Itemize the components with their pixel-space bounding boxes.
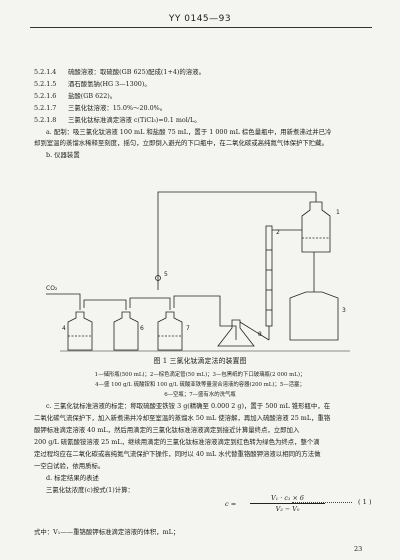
para-c-line-6: 一空白试验，依用质标。 <box>34 462 105 470</box>
figure-caption: 图 1 三氯化钛滴定法的装置图 <box>153 357 247 365</box>
formula-lhs: c = <box>225 500 237 508</box>
para-c-line-1: c. 三氯化钛标准溶液的标定：称取硫酸亚铁铵 3 g(精确至 0.000 2 g… <box>46 402 331 410</box>
label-2: 2 <box>276 229 280 236</box>
item-number: 5.2.1.4 <box>34 68 57 76</box>
page-number: 23 <box>354 545 363 553</box>
item-number: 5.2.1.8 <box>34 116 57 124</box>
apparatus-diagram: CO₂ 1 2 3 4 5 6 7 8 <box>46 191 350 352</box>
label-6: 6 <box>140 325 144 332</box>
document-header: YY 0145—93 <box>168 14 232 24</box>
burette-2 <box>265 225 302 340</box>
wash-bottle-4 <box>67 311 93 351</box>
item-text: 酒石酸氢钠(HG 3—1300)。 <box>68 80 151 88</box>
connecting-tube-top <box>157 191 316 270</box>
co2-inlet-tube <box>46 293 81 310</box>
para-a-line-1: a. 配制：吸三氯化钛溶液 100 mL 和盐酸 75 mL，置于 1 000 … <box>46 128 332 136</box>
item-5-2-1-8: 5.2.1.8 三氯化钛标准滴定溶液 c(TiCl₃)=0.1 mol/L。 <box>34 116 201 124</box>
co2-label: CO₂ <box>46 285 58 292</box>
figure-legend-2: 4—盛 100 g/L 硫酸铵和 100 g/L 硫酸亚铁等量混合溶液的容器(2… <box>95 382 305 388</box>
tube-4-6 <box>83 299 127 310</box>
empty-bottle-6 <box>113 311 139 351</box>
header-rule <box>30 27 372 28</box>
formula-denominator: V₂ − V₀ <box>275 505 300 513</box>
para-a-line-2: 却到室温的蒸馏水稀释至刻度，摇匀，立即倒入避光的下口瓶中，在二氧化碳或高纯氮气体… <box>34 139 328 147</box>
formula-fraction: V₁ · c₁ × 6 V₂ − V₀ <box>250 494 325 513</box>
titration-flask-8 <box>217 319 270 347</box>
label-1: 1 <box>336 209 340 216</box>
item-text: 盐酸(GB 622)。 <box>68 92 117 100</box>
para-c-line-4: 200 g/L 硫氰酸铵溶液 25 mL，继续用滴定的三氯化钛标准溶液滴定到红色… <box>34 438 320 446</box>
dark-bottle-3 <box>289 252 339 341</box>
item-5-2-1-4: 5.2.1.4 硫酸溶液：取硫酸(GB 625)配成(1+4)的溶液。 <box>34 68 205 76</box>
label-4: 4 <box>62 325 66 332</box>
item-5-2-1-6: 5.2.1.6 盐酸(GB 622)。 <box>34 92 116 100</box>
label-5: 5 <box>164 271 168 278</box>
para-d-line-2: 三氯化钛浓度(c)按式(1)计算： <box>46 486 134 494</box>
item-number: 5.2.1.7 <box>34 104 57 112</box>
item-number: 5.2.1.6 <box>34 92 57 100</box>
para-b: b. 仪器装置 <box>46 151 80 159</box>
para-c-line-5: 定过程均应在二氧化碳或高纯氮气流保护下操作，同时以 40 mL 水代替重铬酸钾溶… <box>34 450 321 458</box>
equation-number: ( 1 ) <box>358 498 372 506</box>
label-7: 7 <box>186 325 190 332</box>
para-c-line-2: 二氧化碳气流保护下，加入新煮沸并冷却至室温的蒸馏水 50 mL 使溶解，再加入硫… <box>34 414 331 422</box>
para-d-line-1: d. 标定结果的表述 <box>46 474 99 482</box>
figure-legend-3: 6—空瓶；7—盛有水的洗气瓶 <box>164 392 236 398</box>
item-number: 5.2.1.5 <box>34 80 57 88</box>
figure-legend-1: 1—储形瓶(500 mL)；2—棕色滴定管(50 mL)；3—包黑纸的下口玻璃瓶… <box>94 372 306 378</box>
label-8: 8 <box>258 331 262 338</box>
formula-numerator: V₁ · c₁ × 6 <box>250 494 325 504</box>
formula-leader-dots <box>292 502 352 503</box>
footnote: 式中：V₁——重铬酸钾标准滴定溶液的体积，mL； <box>34 528 180 536</box>
item-5-2-1-7: 5.2.1.7 三氯化钛溶液：15.0%～20.0%。 <box>34 104 166 112</box>
item-text: 硫酸溶液：取硫酸(GB 625)配成(1+4)的溶液。 <box>68 68 205 76</box>
item-text: 三氯化钛标准滴定溶液 c(TiCl₃)=0.1 mol/L。 <box>68 116 201 124</box>
tube-to-flask <box>173 295 237 340</box>
aspirator-bottle-1 <box>301 192 331 253</box>
label-3: 3 <box>342 307 346 314</box>
wash-bottle-7 <box>157 311 183 351</box>
para-c-line-3: 酸钾标准滴定溶液 40 mL，然后用滴定的三氯化钛标准溶液滴定到接近计算量终点，… <box>34 426 300 434</box>
item-5-2-1-5: 5.2.1.5 酒石酸氢钠(HG 3—1300)。 <box>34 80 151 88</box>
item-text: 三氯化钛溶液：15.0%～20.0%。 <box>68 104 167 112</box>
